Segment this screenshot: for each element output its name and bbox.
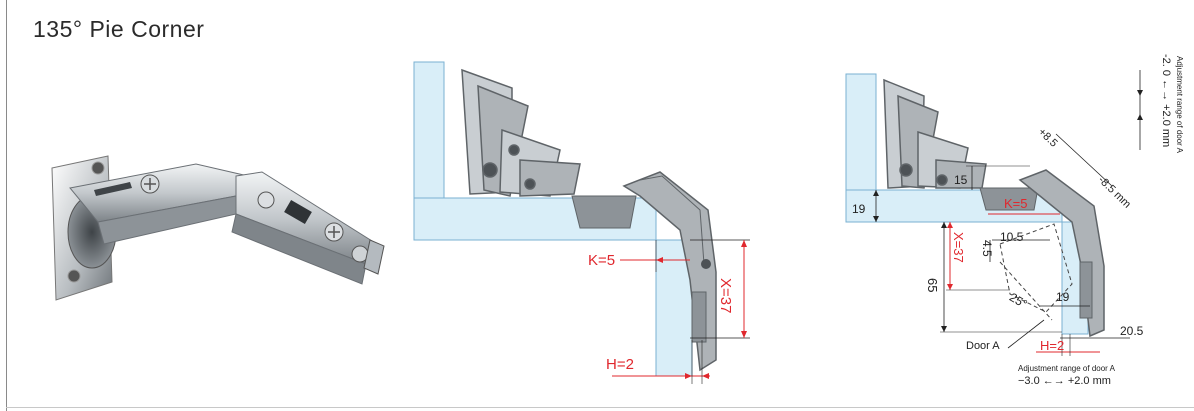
bottom-border (6, 407, 1194, 408)
cabinet-side-panel (413, 61, 445, 199)
middle-x-label: X=37 (717, 278, 734, 314)
base-screw-1 (257, 191, 275, 209)
hinge-corner-arm-right (1018, 169, 1105, 338)
adj-bottom-caption: Adjustment range of door A (1018, 364, 1115, 373)
right-dim-65: 65 (925, 278, 940, 293)
hinge-cup-section-right (979, 187, 1039, 211)
hinge-corner-arm (622, 171, 717, 372)
adj-diagonal-arrow (1055, 133, 1113, 187)
left-border (6, 0, 7, 411)
arm-slot (94, 182, 132, 196)
base-slot (284, 199, 312, 225)
right-dim-15: 15 (954, 173, 968, 187)
cabinet-side-panel-right (845, 73, 877, 191)
adj-top-caption: Adjustment range of door A (1175, 56, 1184, 153)
page-title: 135° Pie Corner (33, 16, 205, 42)
hinge-cup-section (571, 195, 637, 229)
right-x-label: X=37 (951, 232, 966, 263)
hinge-arm-stack (461, 68, 581, 197)
base-cam (363, 239, 385, 275)
right-k-label: K=5 (1004, 196, 1028, 211)
right-h-label: H=2 (1040, 338, 1065, 353)
right-dim-10-5: 10.5 (1000, 230, 1024, 244)
plate-screw-hole-bottom (67, 269, 81, 283)
middle-h-label: H=2 (606, 356, 634, 373)
plate-screw-hole-top (91, 161, 105, 175)
middle-k-label: K=5 (588, 252, 616, 269)
adj-top-range: -2. 0 ←→ +2.0 mm (1160, 54, 1172, 148)
right-dim-19-bottom: 19 (1056, 290, 1070, 304)
right-dim-20-5: 20.5 (1120, 324, 1144, 338)
hinge-base-side (231, 213, 367, 285)
adj-bottom-range: −3.0 ←→ +2.0 mm (1018, 375, 1111, 387)
right-dim-19-left: 19 (852, 202, 866, 216)
right-door-label: Door A (966, 340, 1000, 352)
right-dim-4-5: 4.5 (980, 240, 994, 257)
hinge-arm-stack-right (883, 78, 987, 189)
